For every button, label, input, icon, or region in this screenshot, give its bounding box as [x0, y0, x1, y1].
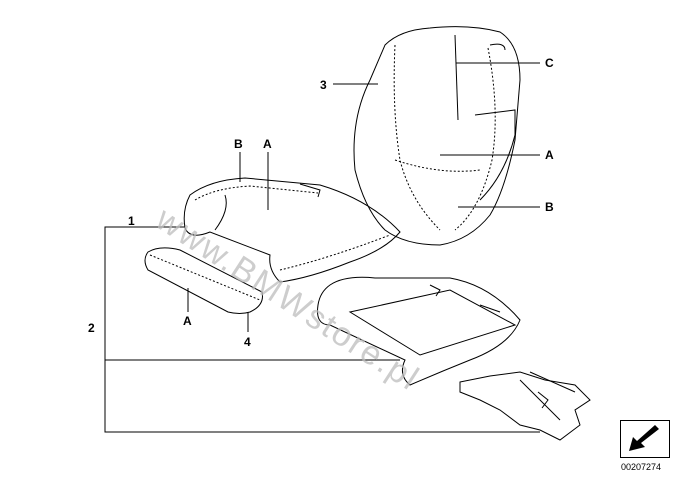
label-2: 2 [88, 321, 95, 335]
bracket-line-1 [104, 226, 540, 433]
label-3: 3 [320, 78, 327, 92]
label-1: 1 [128, 214, 135, 228]
label-C-back: C [545, 56, 554, 70]
backrest-cover [353, 26, 521, 246]
label-4: 4 [244, 335, 251, 349]
part-number: 00207274 [621, 462, 662, 472]
label-A-pad: A [183, 314, 192, 328]
heating-mat [459, 371, 591, 441]
bolster-pad [144, 247, 263, 314]
seat-cushion-cover [183, 177, 401, 283]
label-A-back: A [545, 148, 554, 162]
arrow-down-left-icon[interactable] [620, 420, 670, 458]
seat-foam [317, 276, 521, 386]
label-A-top: A [263, 137, 272, 151]
label-B-back: B [545, 200, 554, 214]
label-B-top: B [234, 137, 243, 151]
